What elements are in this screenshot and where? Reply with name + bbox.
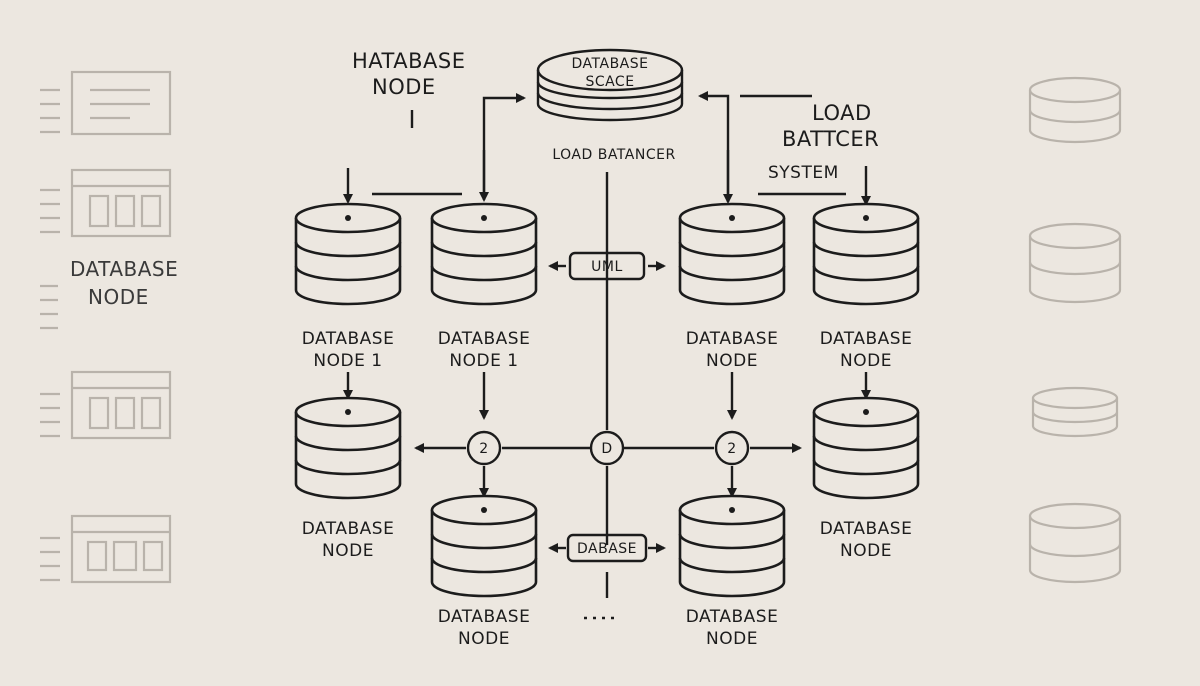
junction-right: 2 [714,430,750,466]
connector-lines [343,91,871,620]
faded-list-lines [40,284,58,330]
top-left-label-line2: NODE [372,75,436,99]
node3-label-line1: DATABASE [686,329,779,349]
node8-label-line1: DATABASE [686,607,779,627]
node6-label-line1: DATABASE [820,519,913,539]
load-balancer-label: LOAD BATANCER [552,147,675,163]
junction-center-label: D [601,441,612,457]
dabase-label: DABASE [577,541,637,557]
arrow-from-right-to-scace [698,91,730,200]
faded-left-decor: DATABASE NODE [40,70,178,584]
node2-label-line1: DATABASE [438,329,531,349]
side-label-line2: NODE [88,285,149,309]
faded-database-icon [1031,386,1119,438]
database-stack-icon [812,396,920,500]
node4-label-line2: NODE [840,351,892,371]
top-right-label-line2: BATTCER [782,127,879,151]
top-right-label-line3: SYSTEM [768,163,839,183]
faded-database-icon [1028,222,1122,304]
faded-window-icon [40,370,172,440]
top-center-label-line2: SCACE [585,74,634,90]
node6-label-line2: NODE [840,541,892,561]
faded-right-decor [1028,76,1122,584]
faded-database-icon [1028,76,1122,144]
node3-label-line2: NODE [706,351,758,371]
database-stack-icon [812,202,920,306]
node1-label-line2: NODE 1 [313,351,382,371]
junction-center: D [589,430,625,466]
node5-label-line1: DATABASE [302,519,395,539]
node4-label-line1: DATABASE [820,329,913,349]
junction-left-label: 2 [479,441,488,457]
database-stack-icon [430,494,538,598]
node7-label-line1: DATABASE [438,607,531,627]
top-center-label-line1: DATABASE [572,56,649,72]
node2-label-line2: NODE 1 [449,351,518,371]
faded-database-icon [1028,502,1122,584]
node7-label-line2: NODE [458,629,510,649]
node5-label-line2: NODE [322,541,374,561]
database-stack-icon [678,494,786,598]
database-scace-icon [536,48,684,122]
faded-window-icon [40,514,172,584]
uml-box: UML [568,251,646,281]
top-right-label-line1: LOAD [812,101,872,125]
database-stack-icon [678,202,786,306]
node8-label-line2: NODE [706,629,758,649]
arrow-to-scace [482,93,526,195]
database-stack-icon [294,202,402,306]
junction-right-label: 2 [727,441,736,457]
side-label-line1: DATABASE [70,257,178,281]
database-stack-icon [430,202,538,306]
faded-window-icon [40,168,172,238]
dabase-box: DABASE [566,533,648,563]
junction-left: 2 [466,430,502,466]
node1-label-line1: DATABASE [302,329,395,349]
top-left-label-line1: HATABASE [352,49,465,73]
uml-label: UML [591,259,623,275]
database-stack-icon [294,396,402,500]
faded-window-icon [40,70,172,136]
